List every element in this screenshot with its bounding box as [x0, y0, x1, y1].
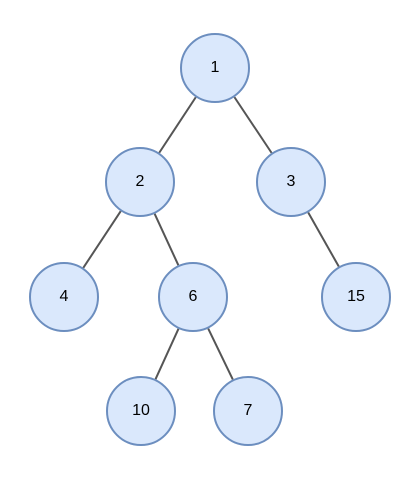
tree-node-1-label: 1: [210, 59, 220, 76]
tree-node-6-label: 6: [188, 288, 198, 305]
tree-node-1: 1: [180, 33, 250, 103]
tree-edge-2-4: [82, 210, 122, 269]
tree-node-4: 4: [29, 262, 99, 332]
tree-edge-1-3: [233, 96, 273, 154]
tree-node-4-label: 4: [59, 288, 69, 305]
tree-node-2: 2: [105, 147, 175, 217]
tree-node-15-label: 15: [347, 288, 365, 305]
tree-node-7: 7: [213, 376, 283, 446]
tree-edge-6-10: [154, 328, 180, 380]
tree-node-10-label: 10: [132, 402, 150, 419]
tree-edge-1-2: [158, 96, 197, 154]
tree-node-2-label: 2: [135, 173, 145, 190]
tree-node-10: 10: [106, 376, 176, 446]
tree-node-3-label: 3: [286, 173, 296, 190]
tree-edge-6-7: [207, 328, 234, 380]
tree-edge-2-6: [153, 213, 180, 266]
tree-edge-3-15: [307, 211, 340, 268]
tree-node-15: 15: [321, 262, 391, 332]
tree-node-6: 6: [158, 262, 228, 332]
tree-node-7-label: 7: [243, 402, 253, 419]
tree-node-3: 3: [256, 147, 326, 217]
